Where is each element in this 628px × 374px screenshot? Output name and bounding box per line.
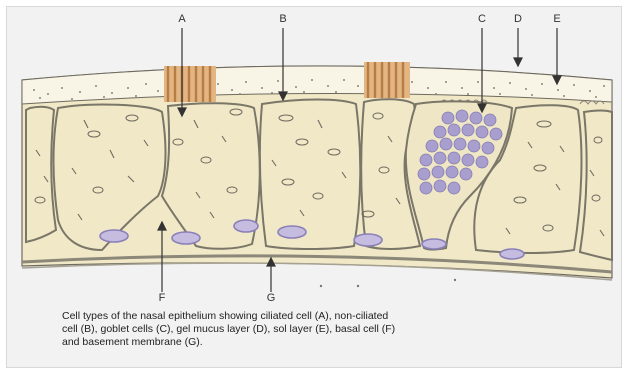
label-c: C	[478, 14, 486, 25]
label-g: G	[267, 293, 276, 304]
label-d: D	[514, 14, 522, 25]
caption-line-2: cell (B), goblet cells (C), gel mucus la…	[62, 323, 602, 336]
label-b: B	[279, 14, 286, 25]
figure-caption: Cell types of the nasal epithelium showi…	[62, 310, 602, 349]
stray-dots	[320, 279, 456, 287]
label-a: A	[178, 14, 185, 25]
cilia-tuft-b	[364, 62, 410, 98]
caption-line-3: and basement membrane (G).	[62, 336, 602, 349]
label-e: E	[553, 14, 560, 25]
cilia-tuft-a	[164, 66, 216, 102]
caption-line-1: Cell types of the nasal epithelium showi…	[62, 310, 602, 323]
label-f: F	[159, 293, 166, 304]
